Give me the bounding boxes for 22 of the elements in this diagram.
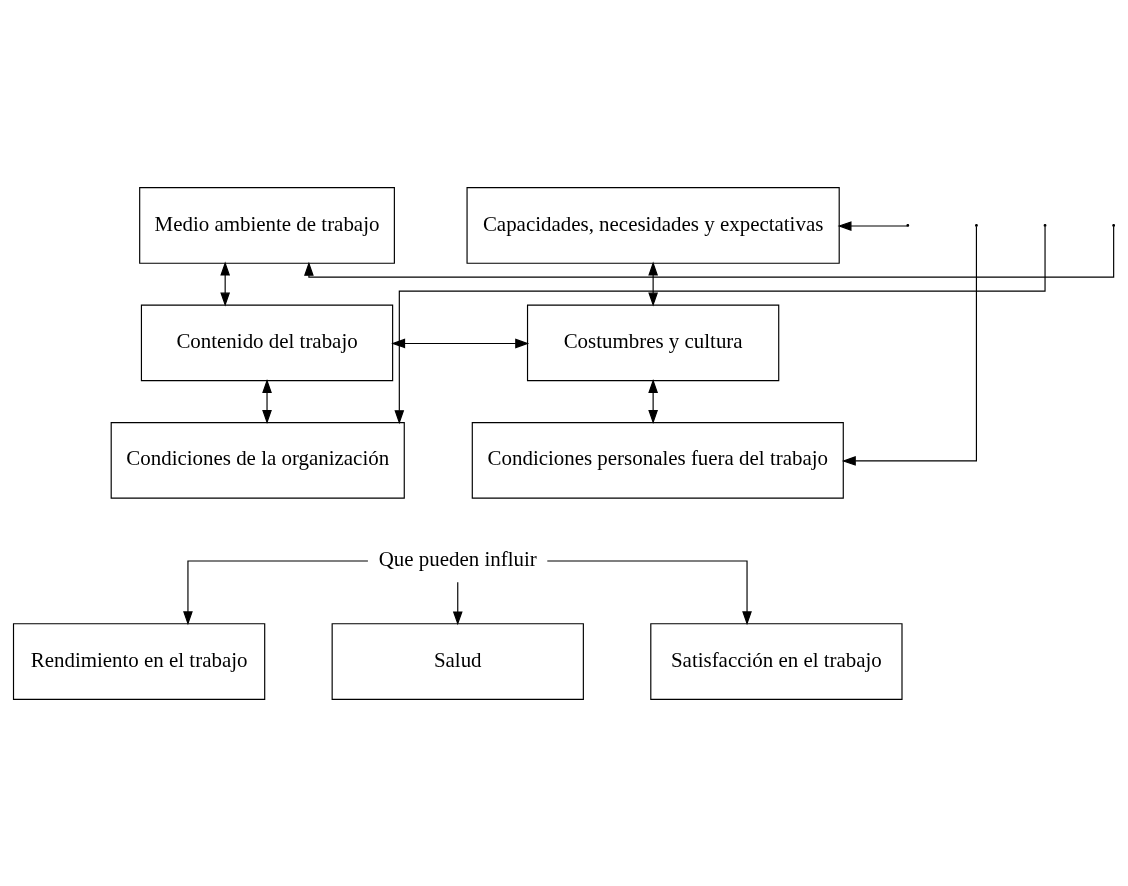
arrow <box>841 225 977 466</box>
node-box: Rendimiento en el trabajo <box>12 622 266 700</box>
arrow <box>452 581 463 625</box>
node-box: Costumbres y cultura <box>526 304 780 381</box>
arrow <box>394 225 1046 424</box>
node-box: Capacidades, necesidades y expectativas <box>466 186 840 264</box>
node-box: Salud <box>331 622 584 700</box>
arrow <box>304 225 1115 278</box>
node-box: Condiciones personales fuera del trabajo <box>471 421 844 499</box>
arrow <box>262 378 272 424</box>
node-box: Medio ambiente de trabajo <box>139 186 395 264</box>
arrow <box>648 378 658 424</box>
node-box: Contenido del trabajo <box>140 304 394 381</box>
node-box: Satisfacción en el trabajo <box>650 622 903 700</box>
arrow <box>391 338 530 348</box>
node-box: Condiciones de la organización <box>110 421 405 499</box>
arrow <box>220 261 231 306</box>
arrow <box>648 261 658 306</box>
arrow <box>546 559 752 625</box>
arrow <box>183 559 369 625</box>
node-text: Que pueden influir <box>378 546 537 571</box>
arrow <box>837 220 908 231</box>
